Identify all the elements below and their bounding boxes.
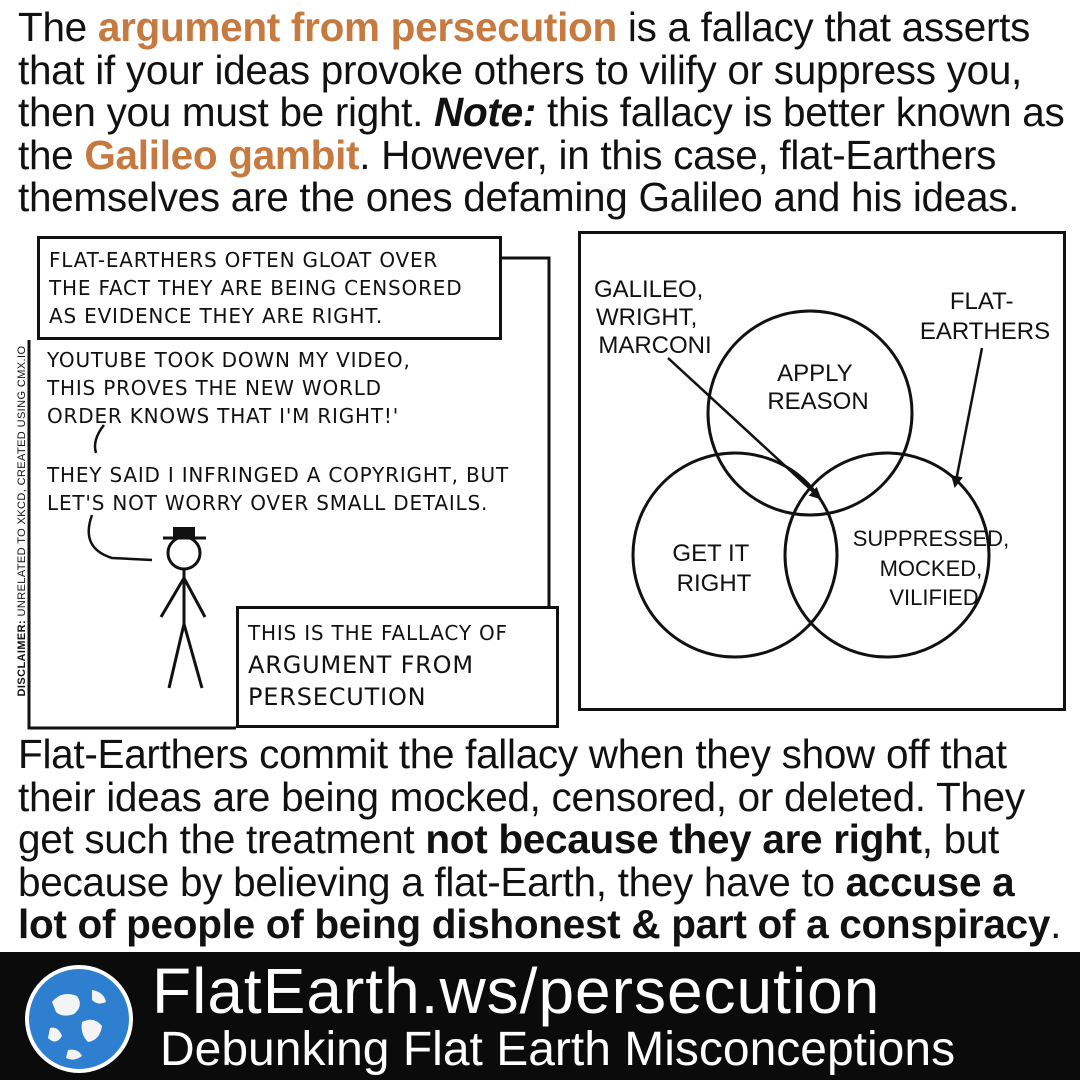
outro-bold-1: not because they are right xyxy=(425,816,922,862)
outro-paragraph: Flat-Earthers commit the fallacy when th… xyxy=(18,733,1068,946)
label-get-it-right: GET IT RIGHT xyxy=(672,540,755,597)
site-url[interactable]: FlatEarth.ws/persecution xyxy=(152,955,881,1027)
caption-bottom-text-2: ARGUMENT FROM PERSECUTION xyxy=(248,651,474,711)
outro-text-2: , but because by believing a flat-Earth,… xyxy=(18,816,999,905)
note-label: Note: xyxy=(434,89,537,135)
speech-tail-1 xyxy=(93,424,105,454)
caption-box-top: FLAT-EARTHERS OFTEN GLOAT OVER THE FACT … xyxy=(37,236,502,340)
label-suppressed: SUPPRESSED, MOCKED, VILIFIED xyxy=(853,526,1016,610)
intro-paragraph: The argument from persecution is a falla… xyxy=(18,6,1068,219)
circle-apply-reason xyxy=(706,309,914,517)
outro-bold-2: accuse a lot of people of being dishones… xyxy=(18,858,1051,947)
panel-border-left xyxy=(27,340,236,730)
stick-figure xyxy=(159,527,207,689)
intro-text-3: this fallacy is better known as the xyxy=(18,89,1065,178)
footer-bar xyxy=(0,952,1080,1080)
intro-text-4: . However, in this case, flat-Earthers t… xyxy=(18,131,1020,220)
circle-get-it-right xyxy=(631,451,839,659)
circle-suppressed xyxy=(783,451,991,659)
panel-border-right xyxy=(500,256,551,608)
callout-galileo: GALILEO, WRIGHT, MARCONI xyxy=(594,276,712,359)
speech-tail-2 xyxy=(87,514,153,562)
arrow-galileo xyxy=(667,357,822,500)
globe-logo-icon xyxy=(25,965,133,1073)
intro-text-2: is a fallacy that asserts that if your i… xyxy=(18,4,1031,135)
term-galileo-gambit: Galileo gambit xyxy=(84,131,360,178)
outro-text-1: Flat-Earthers commit the fallacy when th… xyxy=(18,731,1025,862)
speech-bubble-2: THEY SAID I INFRINGED A COPYRIGHT, BUT L… xyxy=(47,463,509,515)
label-apply-reason: APPLY REASON xyxy=(767,360,868,415)
caption-bottom-text-1: THIS IS THE FALLACY OF xyxy=(248,621,508,645)
outro-text-3: . xyxy=(1050,901,1062,947)
arrow-flat-earthers xyxy=(951,347,984,488)
term-argument-from-persecution: argument from persecution xyxy=(97,4,617,50)
intro-text-1: The xyxy=(18,4,98,50)
caption-box-bottom: THIS IS THE FALLACY OF ARGUMENT FROM PER… xyxy=(236,606,559,728)
speech-bubble-1: YOUTUBE TOOK DOWN MY VIDEO, THIS PROVES … xyxy=(47,348,411,428)
caption-top-text: FLAT-EARTHERS OFTEN GLOAT OVER THE FACT … xyxy=(49,248,463,328)
site-tagline: Debunking Flat Earth Misconceptions xyxy=(160,1023,956,1076)
callout-flat-earthers: FLAT- EARTHERS xyxy=(920,288,1050,345)
